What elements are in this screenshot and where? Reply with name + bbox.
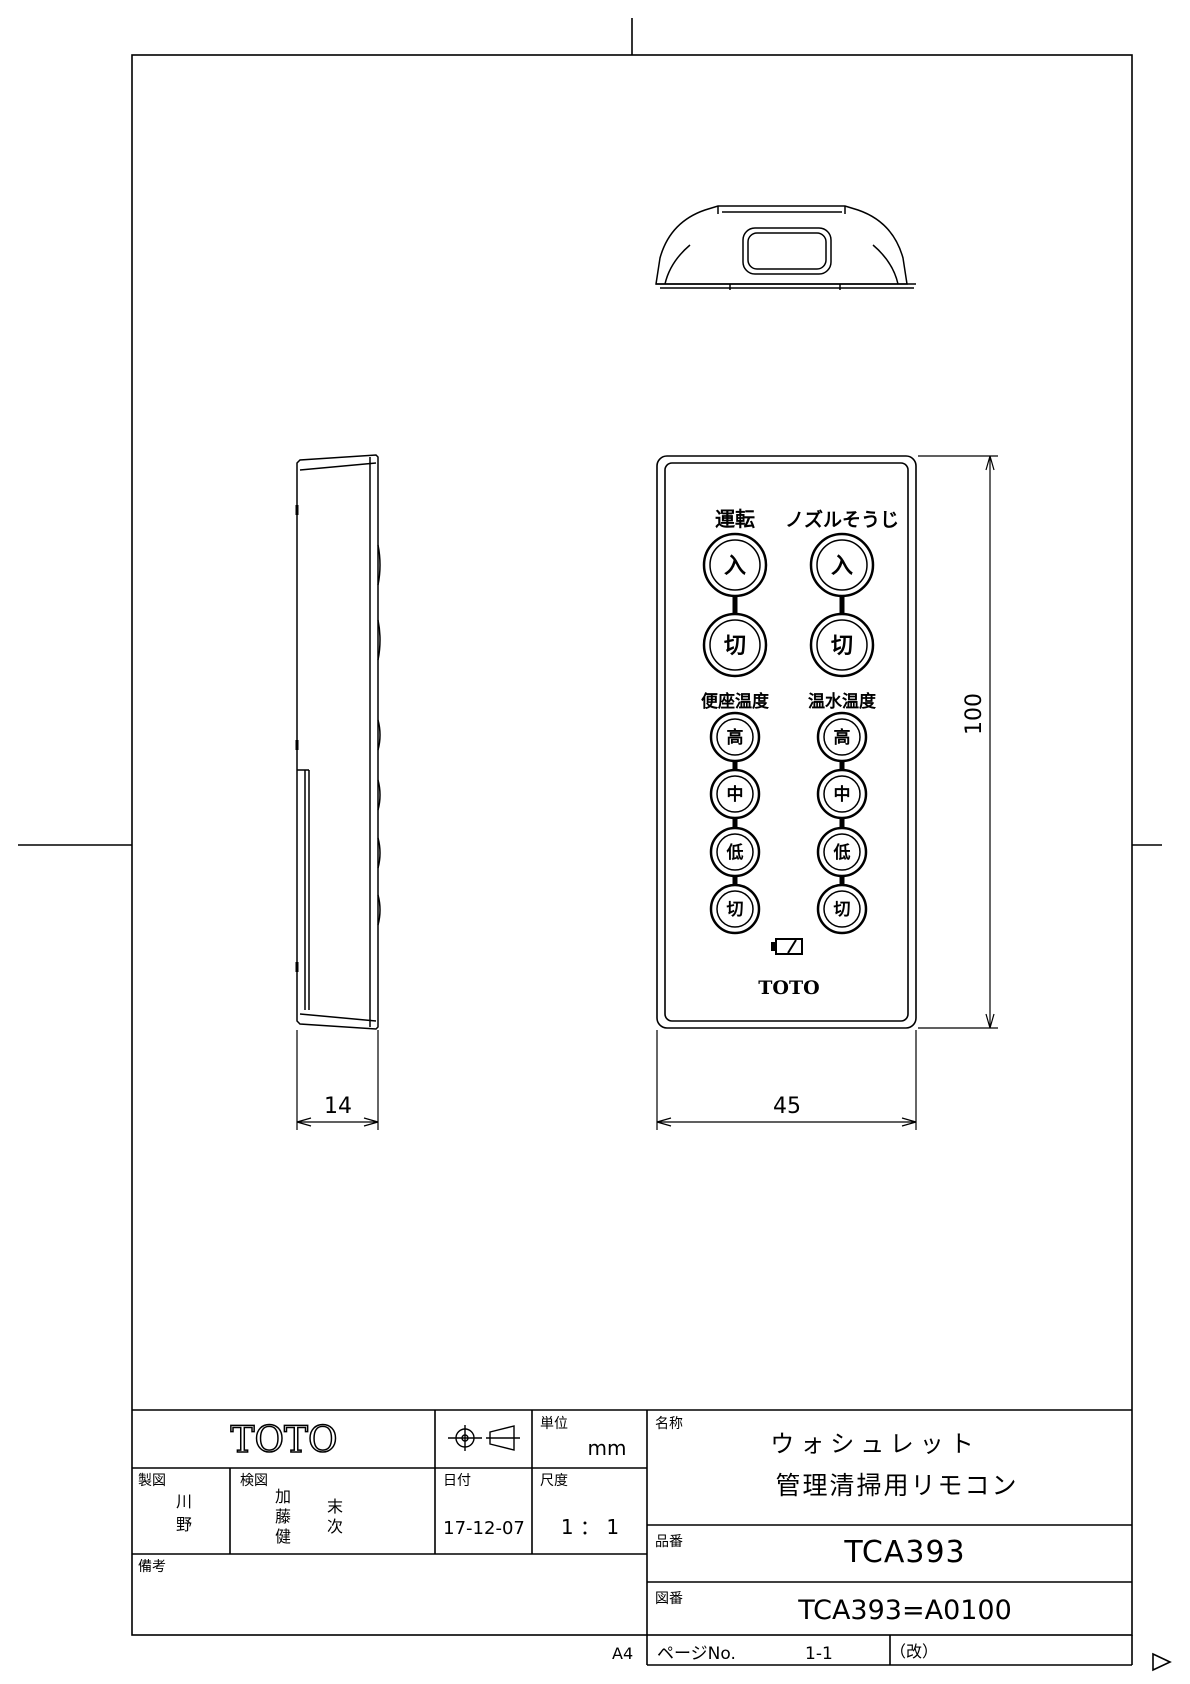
page-label: ページNo. [657, 1644, 736, 1664]
right-group2-title: 温水温度 [808, 691, 877, 712]
left-group2-button-2[interactable]: 中 [709, 768, 761, 820]
right-group2-button-2[interactable]: 中 [816, 768, 868, 820]
checker-name-5: 次 [327, 1517, 343, 1536]
left-group2-title: 便座温度 [701, 691, 770, 712]
front-view [656, 455, 917, 1029]
right-group2-button-4-label: 切 [834, 900, 851, 920]
drawing-frame [131, 54, 1133, 1636]
title-block [132, 1409, 1172, 1672]
notes-label: 備考 [138, 1559, 166, 1575]
right-group1-button-2[interactable]: 切 [809, 612, 875, 678]
date-value: 17-12-07 [443, 1518, 525, 1539]
third-angle-projection-icon [448, 1425, 520, 1451]
left-group1-button-1[interactable]: 入 [702, 532, 768, 598]
drafter-name-2: 野 [176, 1515, 192, 1534]
left-group1-button-1-label: 入 [724, 554, 746, 579]
page-value: 1-1 [805, 1644, 833, 1664]
paper-size: A4 [612, 1644, 633, 1663]
top-view [655, 205, 916, 290]
drawing-no-label: 図番 [655, 1591, 683, 1607]
right-group2-button-3-label: 低 [833, 842, 851, 863]
product-no-label: 品番 [655, 1534, 683, 1550]
right-group2-button-1[interactable]: 高 [816, 711, 868, 763]
dim-front-width: 45 [773, 1094, 801, 1119]
left-group2-button-1-label: 高 [727, 727, 744, 748]
left-group1-title: 運転 [715, 507, 755, 531]
name-label: 名称 [655, 1416, 683, 1432]
right-group1-title: ノズルそうじ [785, 508, 899, 531]
left-group1-button-2-label: 切 [724, 634, 746, 659]
left-group1-button-2[interactable]: 切 [702, 612, 768, 678]
side-view [295, 454, 381, 1030]
checker-name-1: 加 [275, 1487, 291, 1506]
remote-logo: TOTO [758, 977, 819, 999]
scale-label: 尺度 [540, 1473, 568, 1489]
right-group2-button-2-label: 中 [834, 784, 851, 805]
drafter-name-1: 川 [176, 1492, 192, 1511]
left-group2-button-2-label: 中 [727, 784, 744, 805]
right-group2-button-1-label: 高 [834, 727, 851, 748]
checked-label: 検図 [240, 1473, 268, 1489]
right-group2-button-3[interactable]: 低 [816, 826, 868, 878]
right-group1-button-1[interactable]: 入 [809, 532, 875, 598]
date-label: 日付 [443, 1473, 471, 1489]
unit-label: 単位 [540, 1416, 568, 1432]
company-logo: TOTO [230, 1420, 337, 1461]
checker-name-2: 藤 [275, 1507, 291, 1526]
right-group1-button-1-label: 入 [831, 554, 853, 579]
drawing-no: TCA393=A0100 [797, 1595, 1012, 1626]
product-name-line2: 管理清掃用リモコン [775, 1471, 1018, 1500]
right-group2-button-4[interactable]: 切 [816, 883, 868, 935]
right-group1-button-2-label: 切 [831, 634, 853, 659]
left-group2-button-1[interactable]: 高 [709, 711, 761, 763]
checker-name-4: 末 [327, 1497, 343, 1516]
battery-icon [771, 938, 803, 955]
drafted-label: 製図 [138, 1473, 166, 1489]
product-no: TCA393 [843, 1535, 965, 1570]
scale-value: 1 ： 1 [561, 1515, 619, 1539]
dim-front-height: 100 [962, 693, 987, 735]
left-group2-button-4[interactable]: 切 [709, 883, 761, 935]
left-group2-button-3-label: 低 [726, 842, 744, 863]
left-group2-button-3[interactable]: 低 [709, 826, 761, 878]
unit-value: mm [588, 1436, 627, 1460]
left-group2-button-4-label: 切 [727, 900, 744, 920]
revision-label: （改） [890, 1642, 938, 1661]
dim-side-depth: 14 [324, 1094, 352, 1119]
product-name-line1: ウォシュレット [770, 1430, 980, 1458]
checker-name-3: 健 [275, 1527, 291, 1546]
